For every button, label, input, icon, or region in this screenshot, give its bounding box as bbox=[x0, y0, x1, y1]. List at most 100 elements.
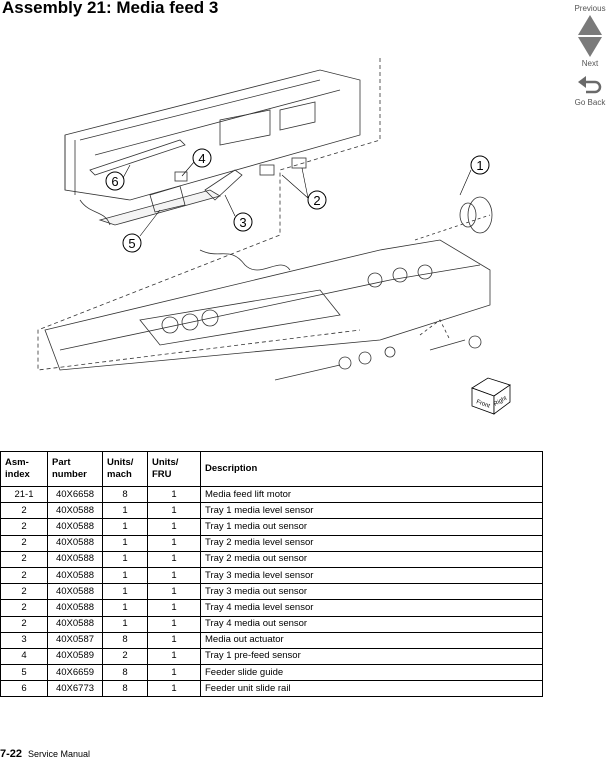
cell-description: Tray 3 media level sensor bbox=[200, 566, 543, 585]
cell-units-mach: 1 bbox=[102, 550, 148, 568]
cell-asm-index: 2 bbox=[0, 502, 48, 520]
cell-description: Feeder slide guide bbox=[200, 664, 543, 682]
cell-asm-index: 21-1 bbox=[0, 485, 48, 504]
cell-asm-index: 2 bbox=[0, 518, 48, 536]
callout-5: 5 bbox=[128, 236, 135, 251]
cell-units-mach: 1 bbox=[102, 502, 148, 520]
cell-units-mach: 1 bbox=[102, 518, 148, 536]
cell-part-number: 40X6658 bbox=[47, 485, 103, 504]
col-asm-index: Asm-index bbox=[0, 451, 48, 487]
cell-asm-index: 2 bbox=[0, 599, 48, 617]
callout-3: 3 bbox=[239, 215, 246, 230]
cell-part-number: 40X0588 bbox=[47, 534, 103, 552]
col-units-fru: Units/FRU bbox=[147, 451, 201, 487]
col-description: Description bbox=[200, 451, 543, 487]
cell-units-fru: 1 bbox=[147, 550, 201, 568]
navigation-panel: Previous Next Go Back bbox=[572, 4, 608, 107]
cell-asm-index: 6 bbox=[0, 680, 48, 698]
cell-part-number: 40X0588 bbox=[47, 518, 103, 536]
cell-units-fru: 1 bbox=[147, 631, 201, 649]
cell-part-number: 40X6659 bbox=[47, 664, 103, 682]
cell-description: Tray 2 media out sensor bbox=[200, 550, 543, 568]
cell-asm-index: 2 bbox=[0, 534, 48, 552]
cell-asm-index: 2 bbox=[0, 583, 48, 601]
cell-description: Feeder unit slide rail bbox=[200, 680, 543, 698]
cell-part-number: 40X0588 bbox=[47, 615, 103, 633]
cell-units-mach: 8 bbox=[102, 664, 148, 682]
callout-2: 2 bbox=[313, 193, 320, 208]
cell-description: Tray 4 media out sensor bbox=[200, 615, 543, 633]
cell-units-fru: 1 bbox=[147, 599, 201, 617]
cell-part-number: 40X0587 bbox=[47, 631, 103, 649]
callout-4: 4 bbox=[198, 151, 205, 166]
cell-part-number: 40X0588 bbox=[47, 566, 103, 585]
callout-6: 6 bbox=[111, 174, 118, 189]
cell-units-fru: 1 bbox=[147, 664, 201, 682]
cell-description: Tray 1 pre-feed sensor bbox=[200, 647, 543, 666]
cell-units-mach: 2 bbox=[102, 647, 148, 666]
cell-units-mach: 8 bbox=[102, 680, 148, 698]
cell-asm-index: 5 bbox=[0, 664, 48, 682]
cell-asm-index: 2 bbox=[0, 550, 48, 568]
previous-label[interactable]: Previous bbox=[574, 4, 606, 13]
cell-part-number: 40X0588 bbox=[47, 502, 103, 520]
cell-part-number: 40X0589 bbox=[47, 647, 103, 666]
page-title: Assembly 21: Media feed 3 bbox=[2, 0, 219, 17]
cell-description: Media out actuator bbox=[200, 631, 543, 649]
next-arrow-icon[interactable] bbox=[578, 37, 602, 57]
front-label: Front bbox=[475, 399, 491, 410]
cell-units-mach: 1 bbox=[102, 566, 148, 585]
cell-units-fru: 1 bbox=[147, 485, 201, 504]
cell-units-fru: 1 bbox=[147, 534, 201, 552]
cell-part-number: 40X0588 bbox=[47, 550, 103, 568]
previous-arrow-icon[interactable] bbox=[578, 15, 602, 35]
page-footer: 7-22 Service Manual bbox=[0, 748, 90, 760]
cell-part-number: 40X0588 bbox=[47, 599, 103, 617]
go-back-label[interactable]: Go Back bbox=[574, 98, 606, 107]
cell-part-number: 40X0588 bbox=[47, 583, 103, 601]
cell-asm-index: 3 bbox=[0, 631, 48, 649]
cell-description: Tray 2 media level sensor bbox=[200, 534, 543, 552]
cell-units-fru: 1 bbox=[147, 518, 201, 536]
cell-units-mach: 1 bbox=[102, 583, 148, 601]
cell-asm-index: 2 bbox=[0, 615, 48, 633]
page-number: 7-22 bbox=[0, 748, 23, 760]
orientation-cube-icon: Front Right bbox=[471, 377, 511, 415]
go-back-icon[interactable] bbox=[578, 76, 602, 96]
cell-units-mach: 8 bbox=[102, 485, 148, 504]
cell-units-fru: 1 bbox=[147, 566, 201, 585]
cell-description: Tray 1 media out sensor bbox=[200, 518, 543, 536]
next-label[interactable]: Next bbox=[581, 59, 599, 68]
cell-units-fru: 1 bbox=[147, 502, 201, 520]
callout-1: 1 bbox=[476, 158, 483, 173]
cell-asm-index: 4 bbox=[0, 647, 48, 666]
cell-part-number: 40X6773 bbox=[47, 680, 103, 698]
cell-units-mach: 1 bbox=[102, 599, 148, 617]
cell-description: Tray 4 media level sensor bbox=[200, 599, 543, 617]
cell-units-fru: 1 bbox=[147, 615, 201, 633]
manual-name: Service Manual bbox=[28, 749, 91, 759]
exploded-parts-diagram: 1 2 3 4 5 6 Front Right bbox=[37, 58, 511, 415]
cell-description: Media feed lift motor bbox=[200, 485, 543, 504]
cell-units-mach: 1 bbox=[102, 534, 148, 552]
cell-asm-index: 2 bbox=[0, 566, 48, 585]
cell-units-mach: 8 bbox=[102, 631, 148, 649]
cell-description: Tray 1 media level sensor bbox=[200, 502, 543, 520]
cell-units-mach: 1 bbox=[102, 615, 148, 633]
col-units-mach: Units/mach bbox=[102, 451, 148, 487]
